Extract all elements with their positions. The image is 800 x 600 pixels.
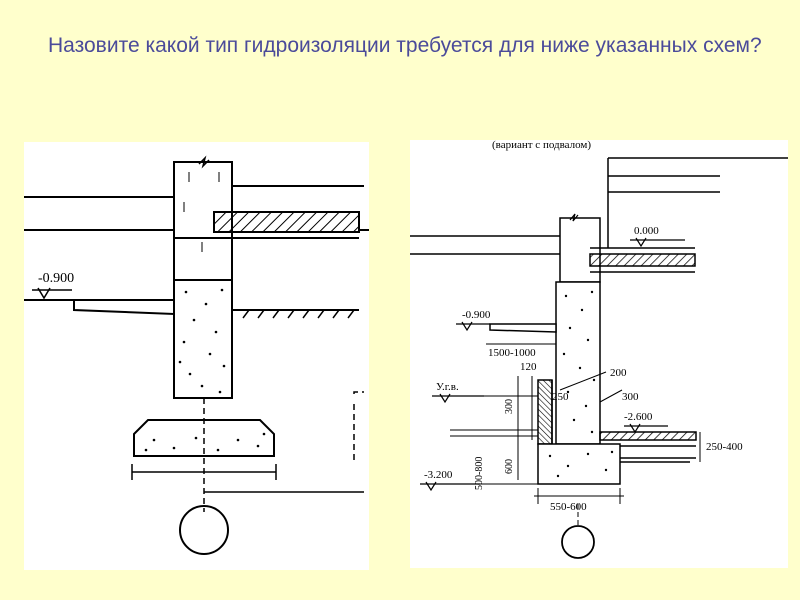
floor-slab xyxy=(213,211,360,233)
dim-250: 250 xyxy=(552,391,569,403)
diagram-caption: (вариант с подвалом) xyxy=(492,140,591,151)
level-label: -0.900 xyxy=(38,271,74,286)
slide-title: Назовите какой тип гидроизоляции требует… xyxy=(48,34,762,57)
dim-120: 120 xyxy=(520,361,537,373)
dim-1500: 1500-1000 xyxy=(488,347,536,359)
floor-slab xyxy=(589,253,696,267)
dim-250-400: 250-400 xyxy=(706,441,743,453)
dim-550-600: 550-600 xyxy=(550,501,587,513)
blind-area xyxy=(489,323,557,333)
level-bottom: -3.200 xyxy=(424,469,453,481)
dim-300-left: 300 xyxy=(504,399,515,414)
dim-600: 600 xyxy=(504,459,515,474)
concrete-texture xyxy=(144,288,266,452)
level-water: У.г.в. xyxy=(436,381,459,393)
left-foundation-diagram: -0.900 xyxy=(24,142,369,570)
concrete-texture xyxy=(548,290,614,478)
axis-marker xyxy=(561,525,595,559)
dim-500-800: 500-800 xyxy=(474,457,485,490)
right-foundation-diagram: (вариант с подвалом) 0.000 -0.900 1500-1… xyxy=(410,140,788,568)
basement-slab xyxy=(599,431,697,441)
level-basement: -2.600 xyxy=(624,411,653,423)
level-mid: -0.900 xyxy=(462,309,491,321)
left-diagram-svg: -0.900 xyxy=(24,155,369,555)
foundation-wall xyxy=(173,279,233,399)
blind-area xyxy=(73,299,175,316)
level-top: 0.000 xyxy=(634,225,659,237)
axis-marker xyxy=(179,505,229,555)
right-diagram-svg: (вариант с подвалом) 0.000 -0.900 1500-1… xyxy=(410,140,788,559)
footing-pad xyxy=(537,443,621,485)
foundation-wall xyxy=(555,281,601,445)
dim-300-right: 300 xyxy=(622,391,639,403)
waterproofing-layer xyxy=(537,379,553,445)
dim-200: 200 xyxy=(610,367,627,379)
